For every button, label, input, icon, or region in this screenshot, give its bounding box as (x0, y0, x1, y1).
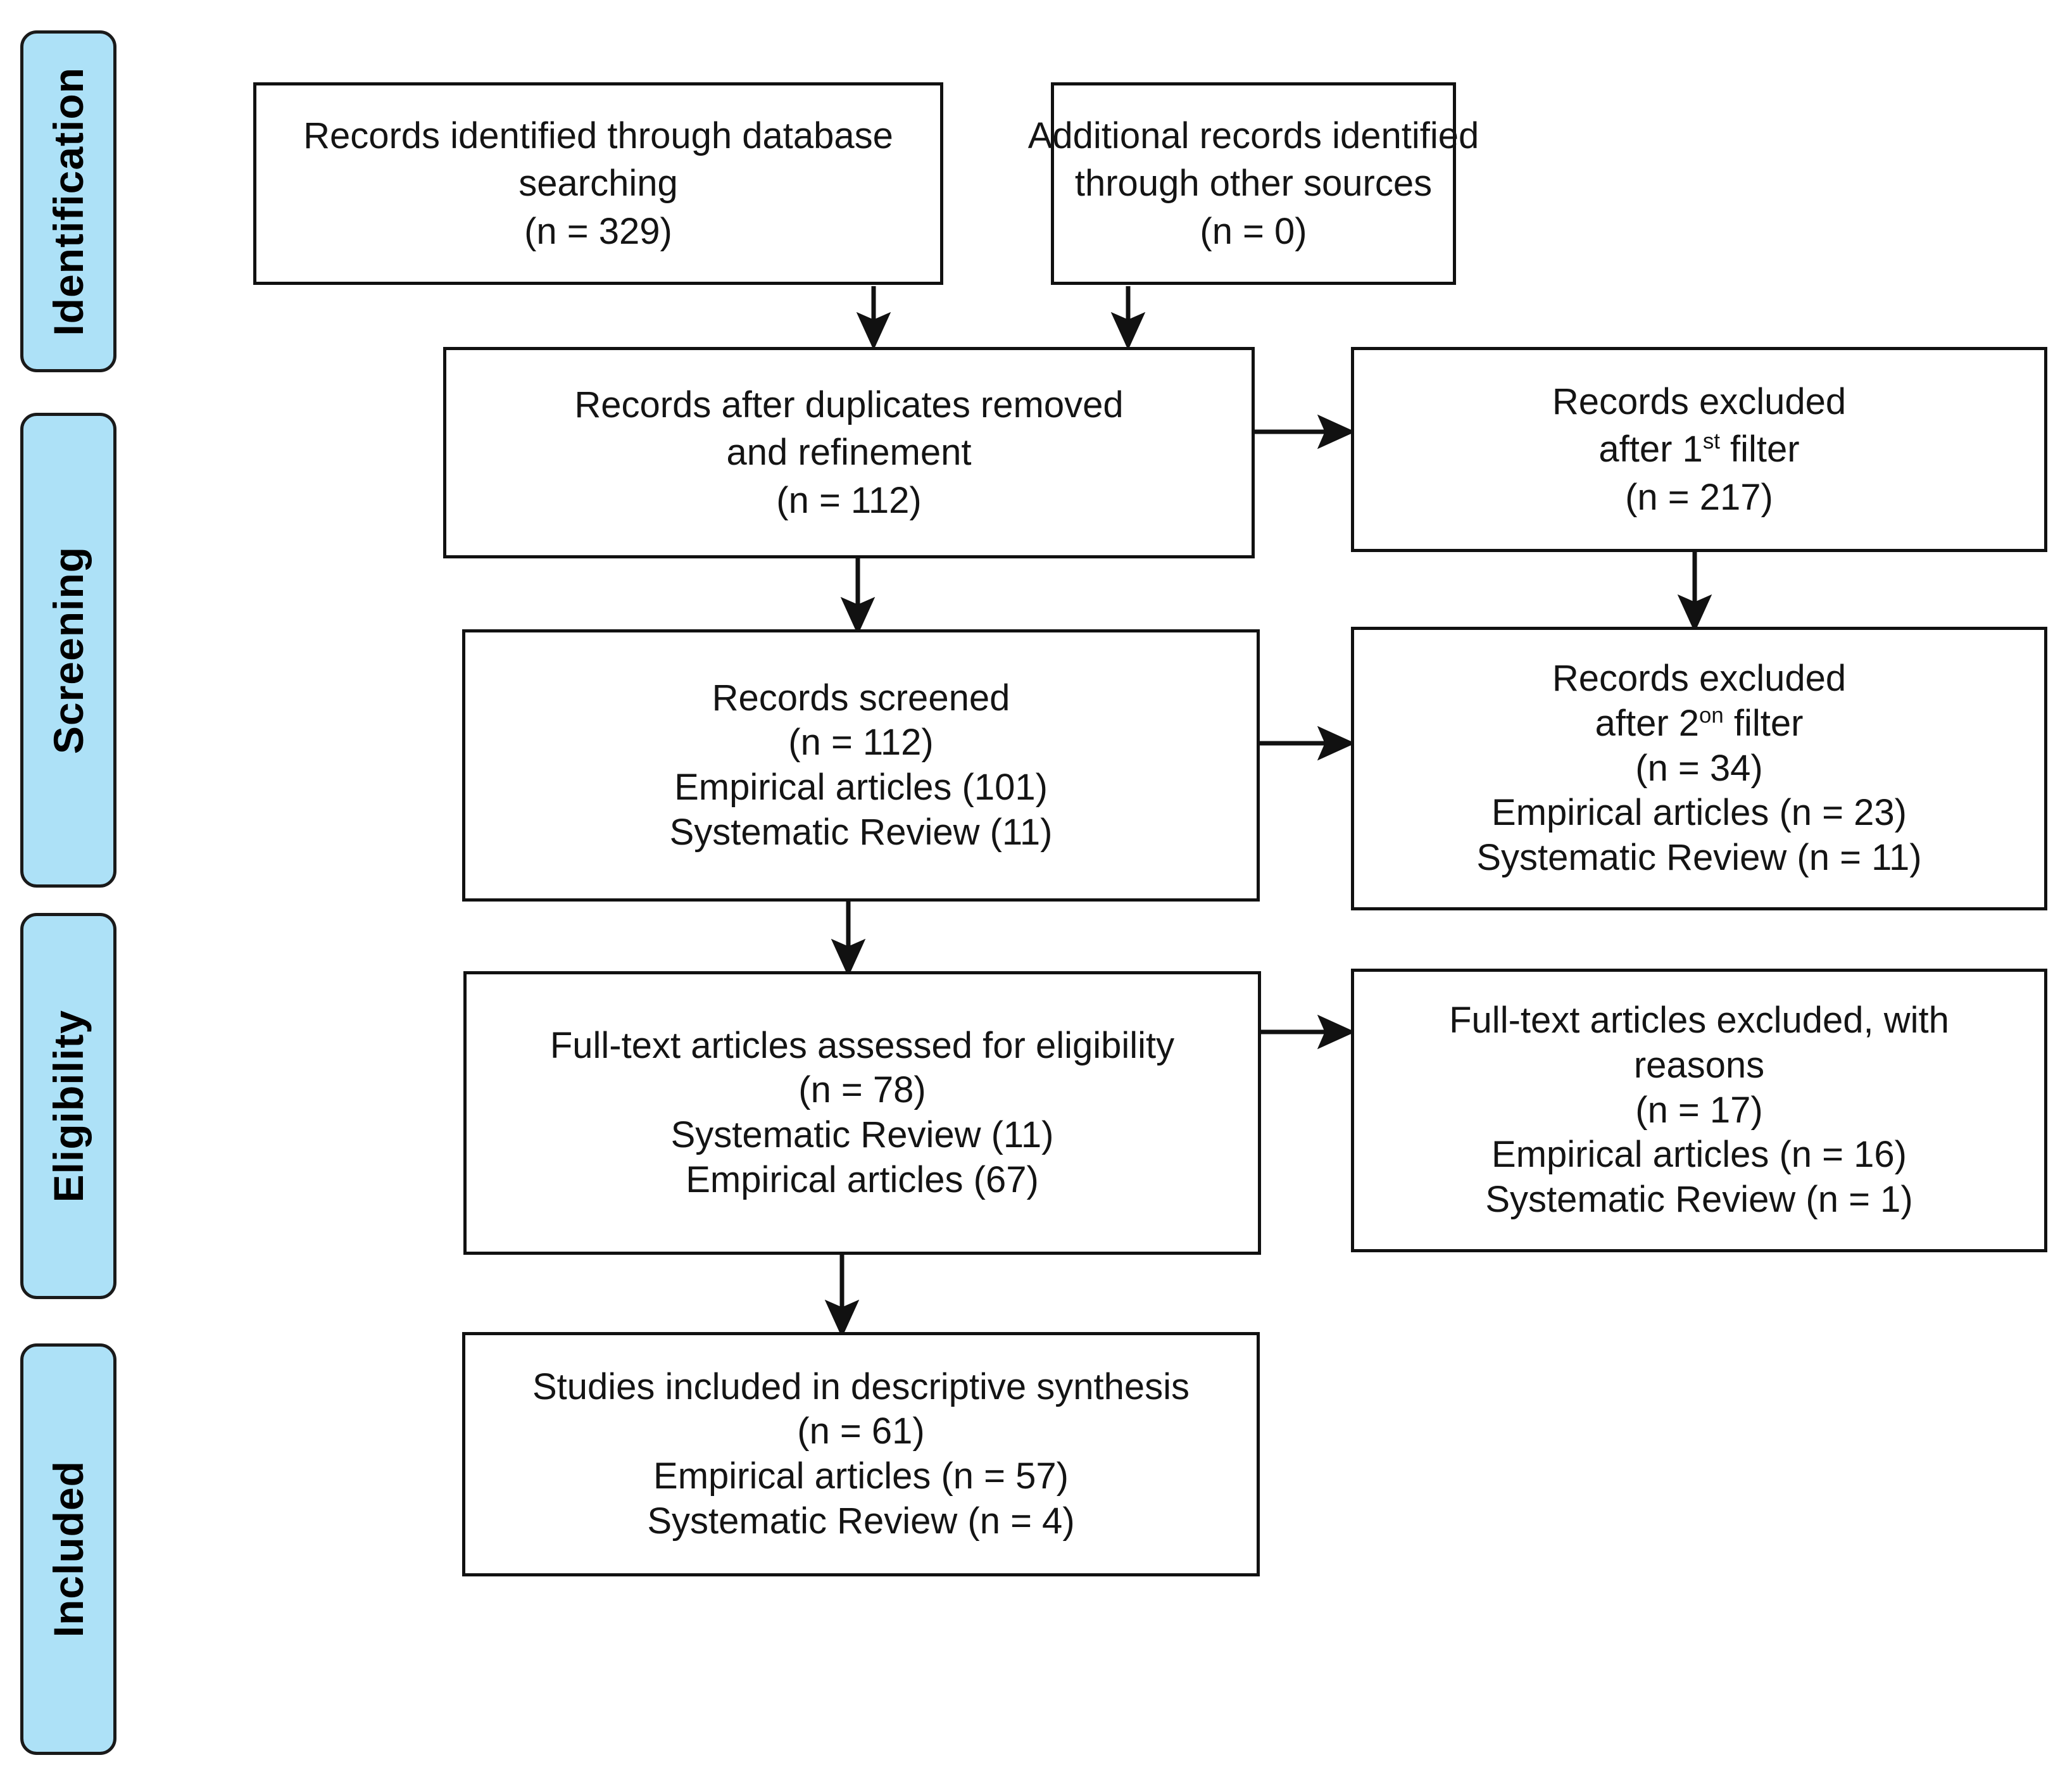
box-line: through other sources (1074, 163, 1433, 204)
box-line: Empirical articles (n = 16) (1491, 1134, 1907, 1176)
box-records-identified-database: Records identified through database sear… (253, 82, 943, 285)
box-line: Systematic Review (11) (669, 811, 1053, 853)
stage-label-included: Included (45, 1461, 92, 1638)
box-line-ordinal: after 2on filter (1595, 701, 1804, 746)
box-records-screened: Records screened (n = 112) Empirical art… (462, 629, 1260, 902)
box-count: (n = 78) (798, 1069, 926, 1111)
box-fulltext-assessed-eligibility: Full-text articles assessed for eligibil… (463, 971, 1261, 1255)
box-count: (n = 112) (788, 722, 934, 764)
ordinal-post: filter (1723, 702, 1804, 744)
box-count: (n = 112) (776, 479, 922, 521)
stage-chip-eligibility: Eligibility (20, 913, 116, 1299)
box-line: Records excluded (1552, 380, 1847, 422)
box-studies-included-synthesis: Studies included in descriptive synthesi… (462, 1332, 1260, 1576)
stage-chip-screening: Screening (20, 413, 116, 888)
box-line: Additional records identified (1027, 115, 1479, 156)
ordinal-prefix: after 1 (1598, 429, 1703, 470)
box-line: and refinement (726, 432, 972, 474)
box-line: Full-text articles assessed for eligibil… (549, 1024, 1175, 1066)
box-line: Systematic Review (n = 4) (647, 1500, 1075, 1542)
ordinal-suffix: on (1699, 703, 1724, 728)
box-records-excluded-second-filter: Records excluded after 2on filter (n = 3… (1351, 627, 2047, 910)
box-records-excluded-first-filter: Records excluded after 1st filter (n = 2… (1351, 347, 2047, 552)
ordinal-prefix: after 2 (1595, 702, 1700, 744)
box-line: Records after duplicates removed (574, 384, 1124, 425)
box-count: (n = 34) (1635, 747, 1763, 789)
box-line: Records excluded (1552, 658, 1847, 700)
box-line: Full-text articles excluded, with (1449, 1000, 1949, 1041)
box-count: (n = 217) (1625, 476, 1773, 518)
box-line: Systematic Review (n = 1) (1485, 1179, 1913, 1221)
stage-chip-included: Included (20, 1343, 116, 1755)
box-line: Records identified through database (303, 115, 893, 156)
stage-label-screening: Screening (45, 546, 92, 755)
box-count: (n = 61) (797, 1411, 925, 1452)
ordinal-post: filter (1719, 429, 1800, 470)
box-line: searching (518, 163, 678, 204)
box-fulltext-excluded-reasons: Full-text articles excluded, with reason… (1351, 969, 2047, 1252)
box-line: Empirical articles (n = 23) (1491, 792, 1907, 834)
box-line: Empirical articles (n = 57) (653, 1455, 1069, 1497)
box-line-ordinal: after 1st filter (1598, 425, 1799, 473)
box-line: reasons (1633, 1044, 1765, 1086)
box-records-identified-other-sources: Additional records identified through ot… (1028, 82, 1479, 285)
stage-label-eligibility: Eligibility (45, 1009, 92, 1203)
box-count: (n = 329) (524, 210, 672, 252)
stage-chip-identification: Identification (20, 30, 116, 372)
box-records-after-duplicates: Records after duplicates removed and ref… (443, 347, 1255, 558)
box-line: Systematic Review (11) (670, 1114, 1054, 1155)
box-line: Empirical articles (101) (674, 767, 1048, 808)
box-count: (n = 0) (1200, 210, 1307, 252)
box-line: Systematic Review (n = 11) (1476, 837, 1922, 879)
stage-label-identification: Identification (45, 66, 92, 336)
box-line: Records screened (712, 677, 1010, 719)
ordinal-suffix: st (1702, 429, 1720, 454)
box-line: Empirical articles (67) (686, 1159, 1039, 1200)
box-count: (n = 17) (1635, 1089, 1763, 1131)
box-line: Studies included in descriptive synthesi… (532, 1366, 1190, 1407)
